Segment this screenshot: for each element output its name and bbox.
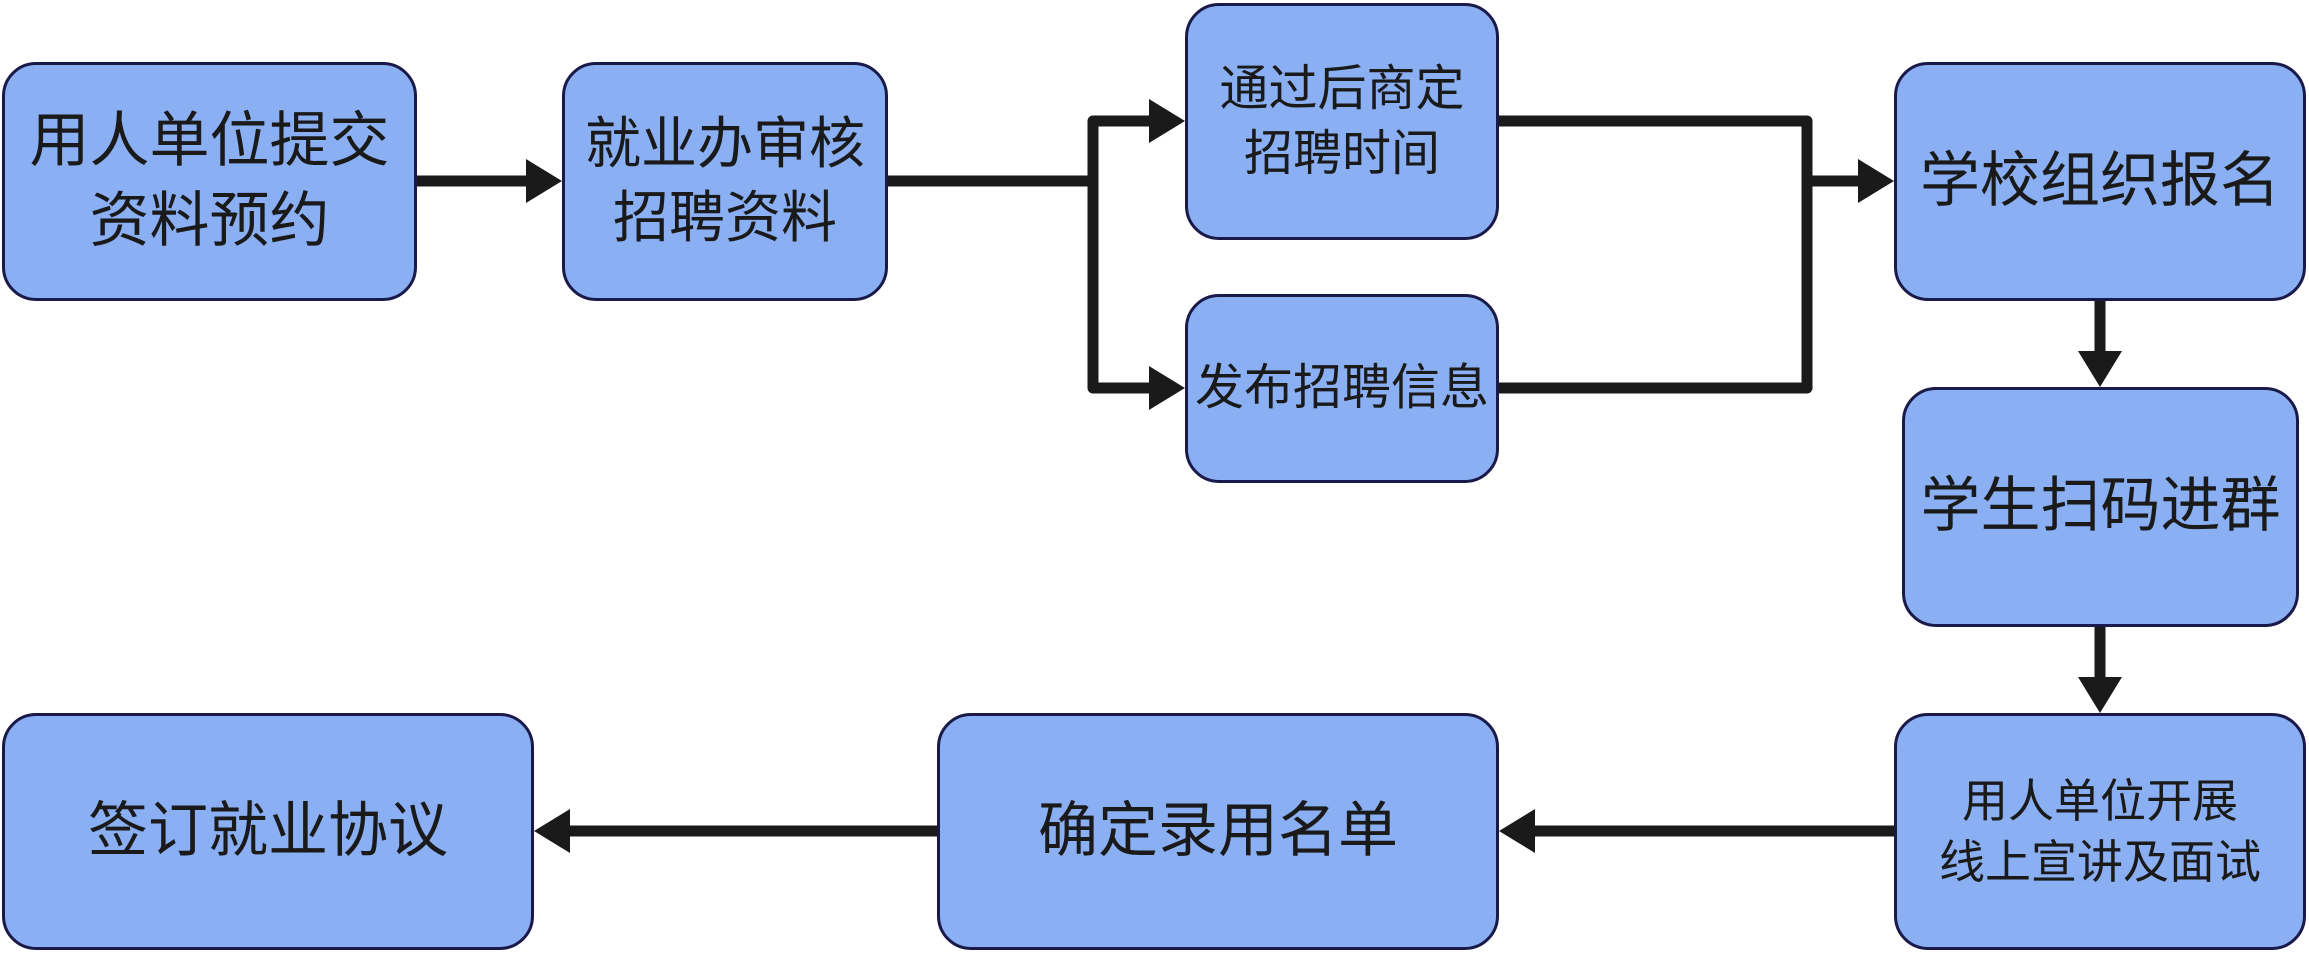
node-review-materials: 就业办审核 招聘资料	[562, 62, 888, 301]
edge-schedule-to-merge	[1499, 115, 1813, 181]
node-schedule-time: 通过后商定 招聘时间	[1185, 3, 1499, 240]
arrowhead-to-registration	[1858, 159, 1894, 203]
node-submit-materials: 用人单位提交 资料预约	[2, 62, 417, 301]
node-students-join-group: 学生扫码进群	[1902, 387, 2299, 627]
node-sign-agreement: 签订就业协议	[2, 713, 534, 950]
arrowhead-to-group	[2078, 351, 2122, 387]
arrowhead-to-confirm	[1499, 809, 1535, 853]
node-publish-info: 发布招聘信息	[1185, 294, 1499, 483]
arrowhead-to-review	[526, 159, 562, 203]
edge-branch-to-schedule	[1087, 115, 1165, 181]
edge-publish-to-merge	[1499, 181, 1813, 394]
node-school-registration: 学校组织报名	[1894, 62, 2306, 301]
arrowhead-to-sign	[534, 809, 570, 853]
arrowhead-to-publish	[1149, 366, 1185, 410]
edge-branch-to-publish	[1087, 181, 1165, 394]
node-online-presentation: 用人单位开展 线上宣讲及面试	[1894, 713, 2306, 950]
node-confirm-list: 确定录用名单	[937, 713, 1499, 950]
arrowhead-to-presentation	[2078, 677, 2122, 713]
arrowhead-to-schedule	[1149, 99, 1185, 143]
